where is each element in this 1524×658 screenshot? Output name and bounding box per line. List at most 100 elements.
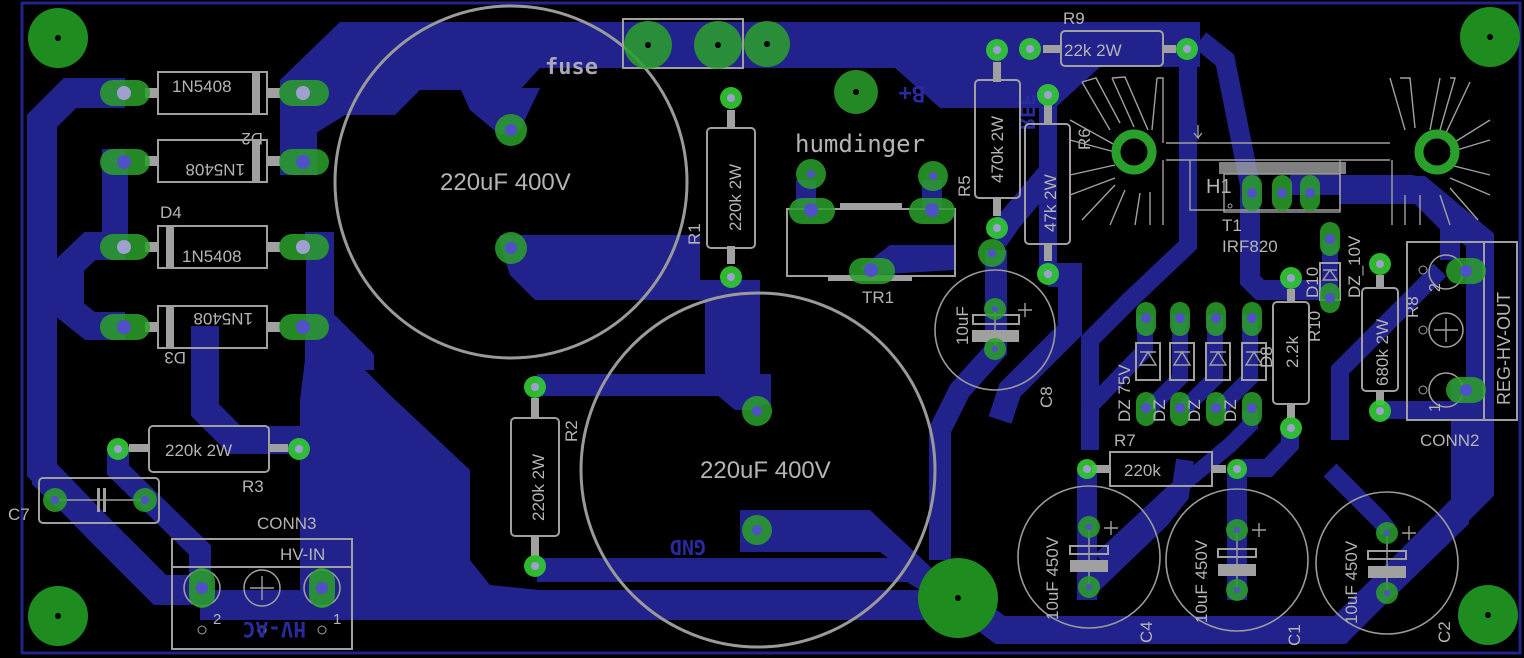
trace [1381,420,1469,597]
r10-label: R10 [1305,311,1324,342]
r10-value: 2.2k [1283,335,1302,368]
h1-label: H1 [1206,176,1232,198]
resistor-r8: 680k 2W [1361,253,1399,422]
d3-value: 1N5408 [193,309,253,328]
mounting-holes [28,7,1520,646]
heatsink-h1 [1069,76,1491,226]
r2-label: R2 [562,420,581,442]
r3-value: 220k 2W [165,441,232,460]
r1-value: 220k 2W [726,164,745,231]
c2-label: C2 [1435,621,1454,643]
board-outline [20,1,1522,655]
connector-conn2 [1406,241,1518,421]
gnd-label: GND [670,535,706,559]
d10-value: DZ_10V [1345,235,1364,298]
conn3-pin2: 2 [213,611,221,628]
copper-pour [500,235,760,410]
t1-label: T1 [1222,216,1242,235]
transistor-t1 [1219,162,1346,213]
r6-value: 47k 2W [1041,174,1060,232]
copper-pour [280,22,660,175]
resistor-r3: 220k 2W [107,425,310,473]
zener-d10 [1319,222,1341,313]
c4-value: 10uF 450V [1043,536,1062,620]
capacitor-c1 [1165,488,1309,632]
r9-label: R9 [1063,9,1085,28]
resistor-r1: 220k 2W [706,87,756,288]
fuse-holder [622,18,790,69]
humdinger-label: humdinger [795,130,925,158]
copper-pour [200,326,930,620]
r7-label: R7 [1114,431,1136,450]
r8-value: 680k 2W [1373,319,1392,386]
zener-d7 [1205,302,1231,426]
capacitor-c7 [38,477,160,524]
big-capacitor-1: 220uF 400V [333,4,689,360]
capacitor-c8 [934,269,1056,391]
fuse-label: fuse [545,55,598,80]
trace [1193,32,1325,300]
zener-d8 [1241,302,1267,426]
conn3-label: CONN3 [257,514,317,533]
diode-d4: 1N5408 [100,225,329,269]
d4-value: 1N5408 [182,247,242,266]
d8-label: D8 [1257,346,1276,368]
trace [32,430,167,598]
resistor-r2: 220k 2W [510,376,560,577]
c8-label: C8 [1037,386,1056,408]
diode-d1: 1N5408 [100,71,329,115]
d10-label: D10 [1303,267,1322,298]
conn3-name: HV-IN [280,545,325,564]
conn2-label: CONN2 [1420,431,1480,450]
cap1-value: 220uF 400V [440,169,571,196]
zener-ladder [1135,302,1267,426]
c7-label: C7 [8,505,30,524]
trace [1323,463,1396,536]
resistor-r10: 2.2k [1272,267,1310,439]
d1-value: 1N5408 [172,77,232,96]
r3-label: R3 [242,477,264,496]
connector-conn3 [171,538,353,650]
trace [56,232,125,340]
trace [1080,458,1194,597]
r8-label: R8 [1403,296,1422,318]
d3-label: D3 [164,348,186,367]
hv-ac-label: HV-AC [243,617,306,641]
copper-layer [27,22,1494,644]
copper-pour [740,510,955,590]
b-plus-pad [834,70,878,114]
trimmer-tr1 [786,159,956,284]
r9-value: 22k 2W [1064,41,1122,60]
conn2-pin2: 2 [1427,283,1444,292]
r1-label: R1 [685,223,704,245]
t1-value: IRF820 [1222,237,1278,256]
r2-value: 220k 2W [529,454,548,521]
r5-value: 470k 2W [988,116,1007,183]
r5-label: R5 [955,175,974,197]
c2-value: 10uF 450V [1342,540,1361,624]
diode-d2: 1N5408 [100,139,329,183]
tr1-label: TR1 [862,288,894,307]
trace [1179,315,1223,414]
zener-short-label: DZ [1150,399,1169,422]
big-capacitor-2: 220uF 400V [579,291,937,649]
c8-value: 10uF [953,306,972,345]
zener-value: DZ 75V [1115,364,1134,422]
r7-value: 220k [1124,461,1161,480]
resistor-r9: 22k 2W [1019,30,1198,67]
c4-label: C4 [1137,621,1156,643]
conn2-name: REG-HV-OUT [1494,292,1514,405]
d2-value: 1N5408 [185,160,245,179]
trace [929,250,1007,560]
capacitor-c4 [1017,485,1161,629]
capacitor-c2 [1315,491,1459,635]
c1-label: C1 [1285,624,1304,646]
c1-value: 10uF 450V [1192,539,1211,623]
zener-d6 [1169,302,1195,426]
zener-d5 [1135,302,1161,426]
b-plus-label: B+ [899,80,926,105]
zener-short-label: DZ [1221,399,1240,422]
conn3-pin1: 1 [333,611,341,628]
trace [1214,315,1258,414]
